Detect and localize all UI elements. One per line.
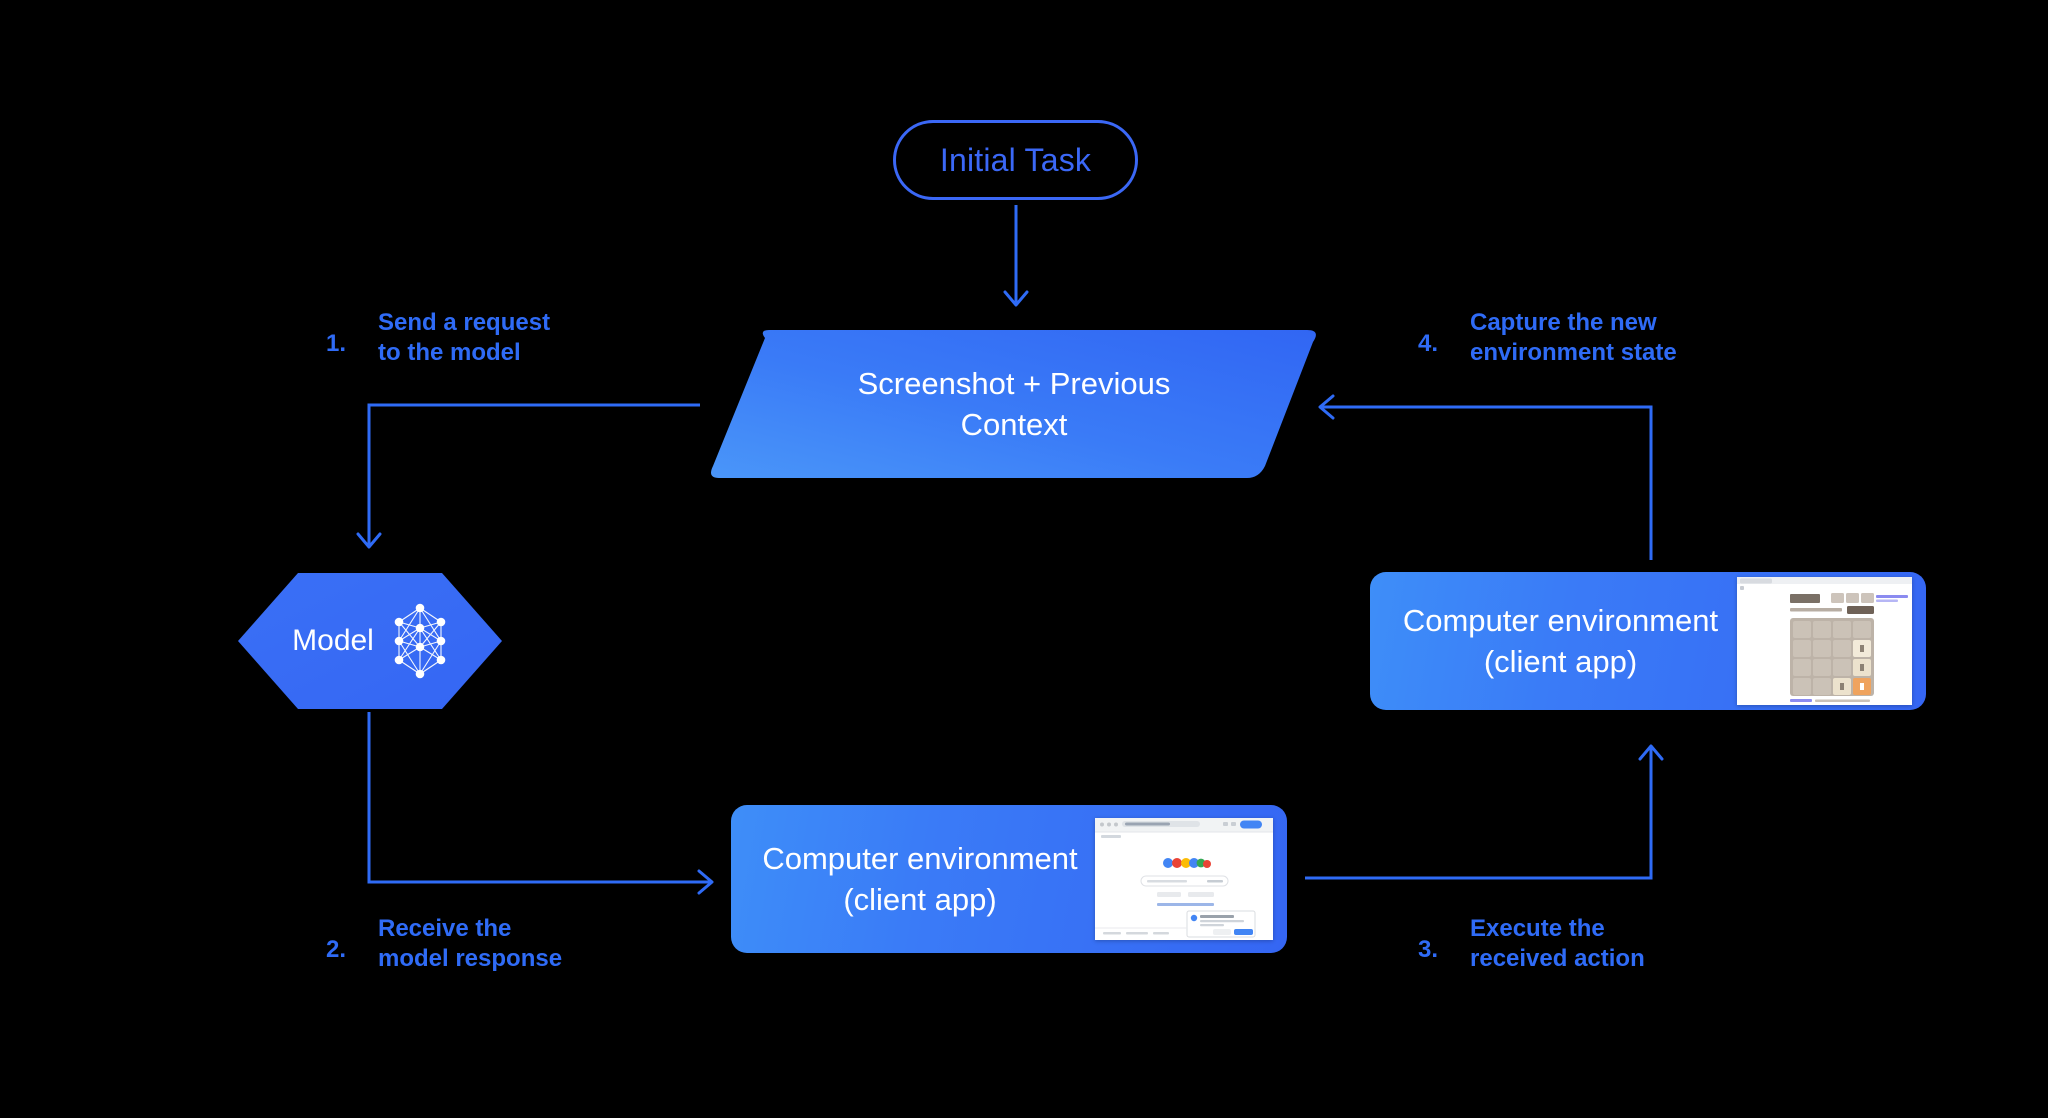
- screenshot-context-text: Screenshot + Previous Context: [707, 330, 1321, 478]
- step-2-text: Receive the model response: [378, 915, 563, 972]
- node-env-bottom[interactable]: Computer environment (client app): [731, 805, 1287, 953]
- model-content: Model: [238, 573, 502, 709]
- model-label: Model: [292, 624, 374, 657]
- arrow-context-to-model: [356, 403, 700, 549]
- step-1-number: 1.: [326, 330, 347, 357]
- hexagon-shape: [238, 573, 502, 709]
- node-screenshot-context[interactable]: Screenshot + Previous Context: [707, 330, 1321, 478]
- step-4-text: Capture the new environment state: [1470, 309, 1677, 366]
- node-model[interactable]: Model: [238, 573, 502, 709]
- step-label-2: 2. Receive the model response: [326, 914, 562, 974]
- step-label-4: 4. Capture the new environment state: [1418, 308, 1677, 368]
- step-1-text: Send a request to the model: [378, 309, 551, 366]
- 2048-game-screenshot: [1737, 577, 1912, 705]
- env-bottom-line2: (client app): [843, 882, 997, 917]
- arrow-env-right-to-context: [1318, 394, 1653, 560]
- step-2-number: 2.: [326, 936, 347, 963]
- env-right-text: Computer environment (client app): [1370, 600, 1737, 682]
- arrow-env-bottom-to-env-right: [1305, 744, 1664, 880]
- arrow-initial-to-context: [1003, 205, 1029, 307]
- step-label-1: 1. Send a request to the model: [326, 308, 550, 368]
- env-right-line1: Computer environment: [1402, 603, 1719, 638]
- screenshot-context-line2: Context: [960, 407, 1068, 442]
- node-initial-task[interactable]: Initial Task: [893, 120, 1138, 200]
- google-search-screenshot: [1095, 818, 1273, 940]
- node-env-right[interactable]: Computer environment (client app): [1370, 572, 1926, 710]
- neural-network-icon: [394, 603, 446, 679]
- arrow-model-to-env-bottom: [367, 712, 714, 895]
- screenshot-context-line1: Screenshot + Previous: [857, 366, 1171, 401]
- env-bottom-text: Computer environment (client app): [731, 838, 1095, 920]
- env-right-line2: (client app): [1483, 644, 1638, 679]
- env-bottom-thumbnail: [1095, 818, 1273, 940]
- env-bottom-line1: Computer environment: [762, 841, 1078, 876]
- parallelogram-shape: [711, 330, 1316, 478]
- env-right-thumbnail: [1737, 577, 1912, 705]
- step-3-number: 3.: [1418, 936, 1439, 963]
- step-3-text: Execute the received action: [1470, 915, 1645, 972]
- initial-task-label: Initial Task: [939, 141, 1092, 178]
- step-label-3: 3. Execute the received action: [1418, 914, 1645, 974]
- step-4-number: 4.: [1418, 330, 1439, 357]
